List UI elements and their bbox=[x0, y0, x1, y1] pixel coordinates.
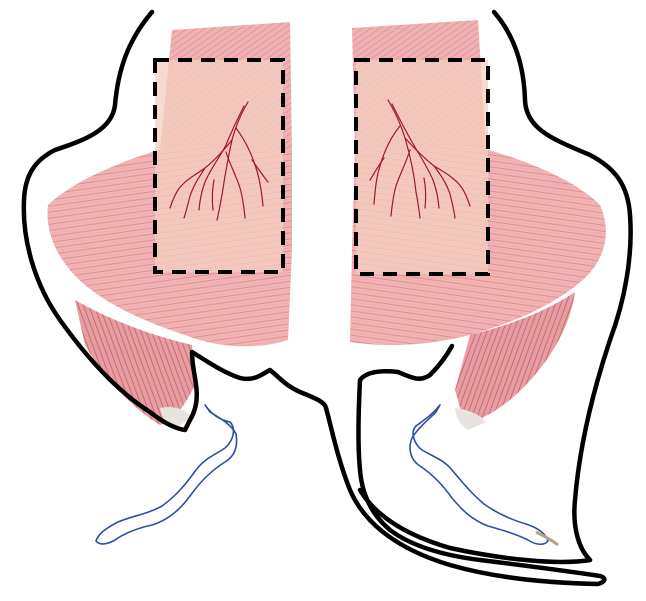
dashed-region-right bbox=[356, 60, 488, 274]
clavicle-outline-left bbox=[96, 405, 237, 544]
clavicle-outline-right bbox=[410, 405, 558, 545]
dashed-region-left bbox=[155, 60, 283, 272]
